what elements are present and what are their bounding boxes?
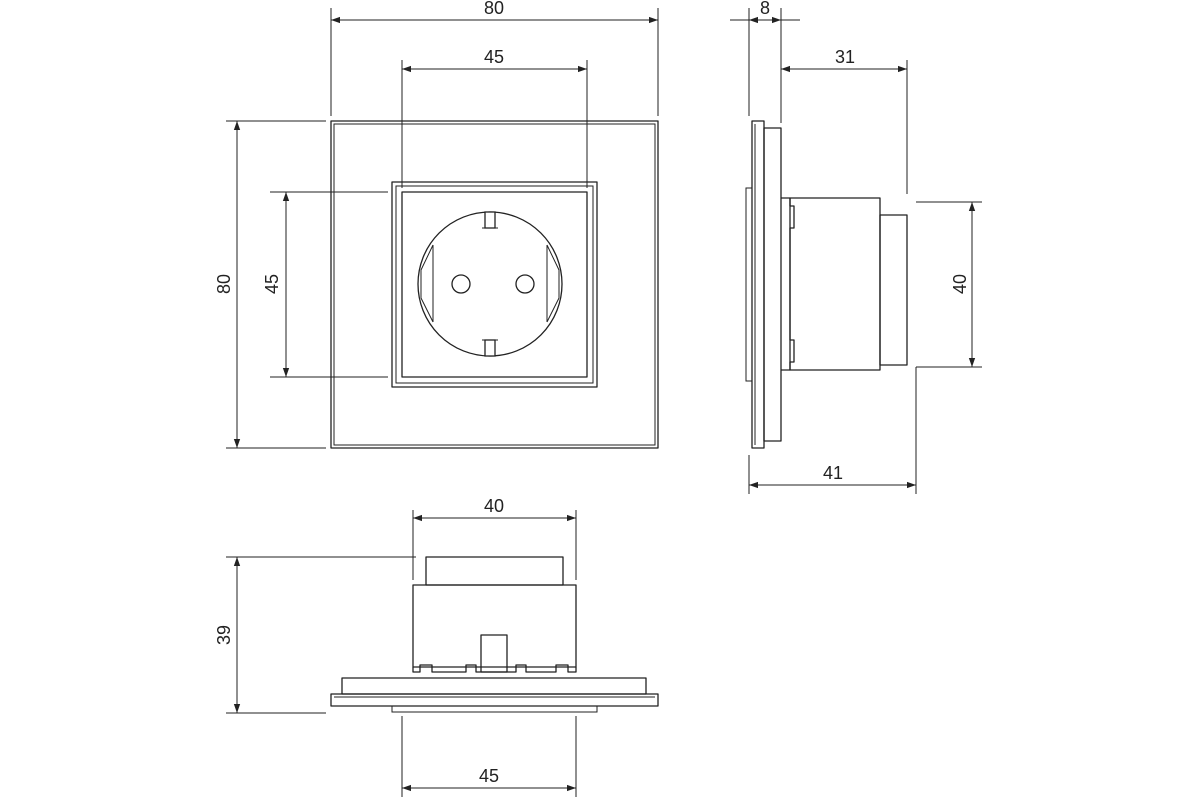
top-center-tab xyxy=(480,634,508,673)
front-view: 80 45 80 45 xyxy=(214,0,659,449)
top-terminal-cap xyxy=(425,556,564,586)
dim-front-insert-height-label: 45 xyxy=(262,274,282,294)
earth-clip-bottom xyxy=(484,339,496,357)
top-extension-lines xyxy=(226,510,577,797)
dim-side-frame-depth-label: 8 xyxy=(760,0,770,18)
side-backplate-lip xyxy=(745,187,753,382)
dim-side-total-depth-label: 41 xyxy=(823,463,843,483)
insert-face xyxy=(401,191,588,378)
insert-bevel xyxy=(395,185,594,384)
earth-clip-top xyxy=(484,211,496,229)
top-backplate-lip xyxy=(391,705,598,713)
top-socket-body xyxy=(412,584,577,668)
socket-side-recess-right xyxy=(546,244,560,323)
pin-hole-right xyxy=(515,274,535,294)
side-view: 8 31 40 41 xyxy=(730,0,982,494)
top-mounting-claws xyxy=(412,664,577,673)
side-insert-plate xyxy=(763,127,782,442)
insert-outer xyxy=(391,181,598,388)
top-view: 40 39 45 xyxy=(214,496,659,797)
top-insert-rim xyxy=(341,677,647,695)
front-frame-outer xyxy=(330,120,659,449)
side-frame-plate xyxy=(751,120,765,449)
side-socket-body xyxy=(789,197,881,371)
dim-front-height-label: 80 xyxy=(214,274,234,294)
top-frame-plate xyxy=(330,693,659,707)
dim-front-width-label: 80 xyxy=(484,0,504,18)
pin-hole-left xyxy=(451,274,471,294)
side-mounting-claws xyxy=(781,197,795,371)
front-frame-inner xyxy=(333,123,656,446)
side-extension-lines xyxy=(748,8,982,494)
front-extension-lines xyxy=(226,8,659,449)
dim-top-insert-width-label: 45 xyxy=(479,766,499,786)
socket-outlet xyxy=(417,211,563,357)
dim-top-body-depth-label: 39 xyxy=(214,625,234,645)
socket-rim xyxy=(417,211,563,357)
side-terminal-cap xyxy=(879,214,908,366)
dim-side-body-height-label: 40 xyxy=(950,274,970,294)
dim-front-insert-width-label: 45 xyxy=(484,47,504,67)
dim-top-body-width-label: 40 xyxy=(484,496,504,516)
socket-side-recess-left xyxy=(420,244,434,323)
dim-side-insert-depth-label: 31 xyxy=(835,47,855,67)
